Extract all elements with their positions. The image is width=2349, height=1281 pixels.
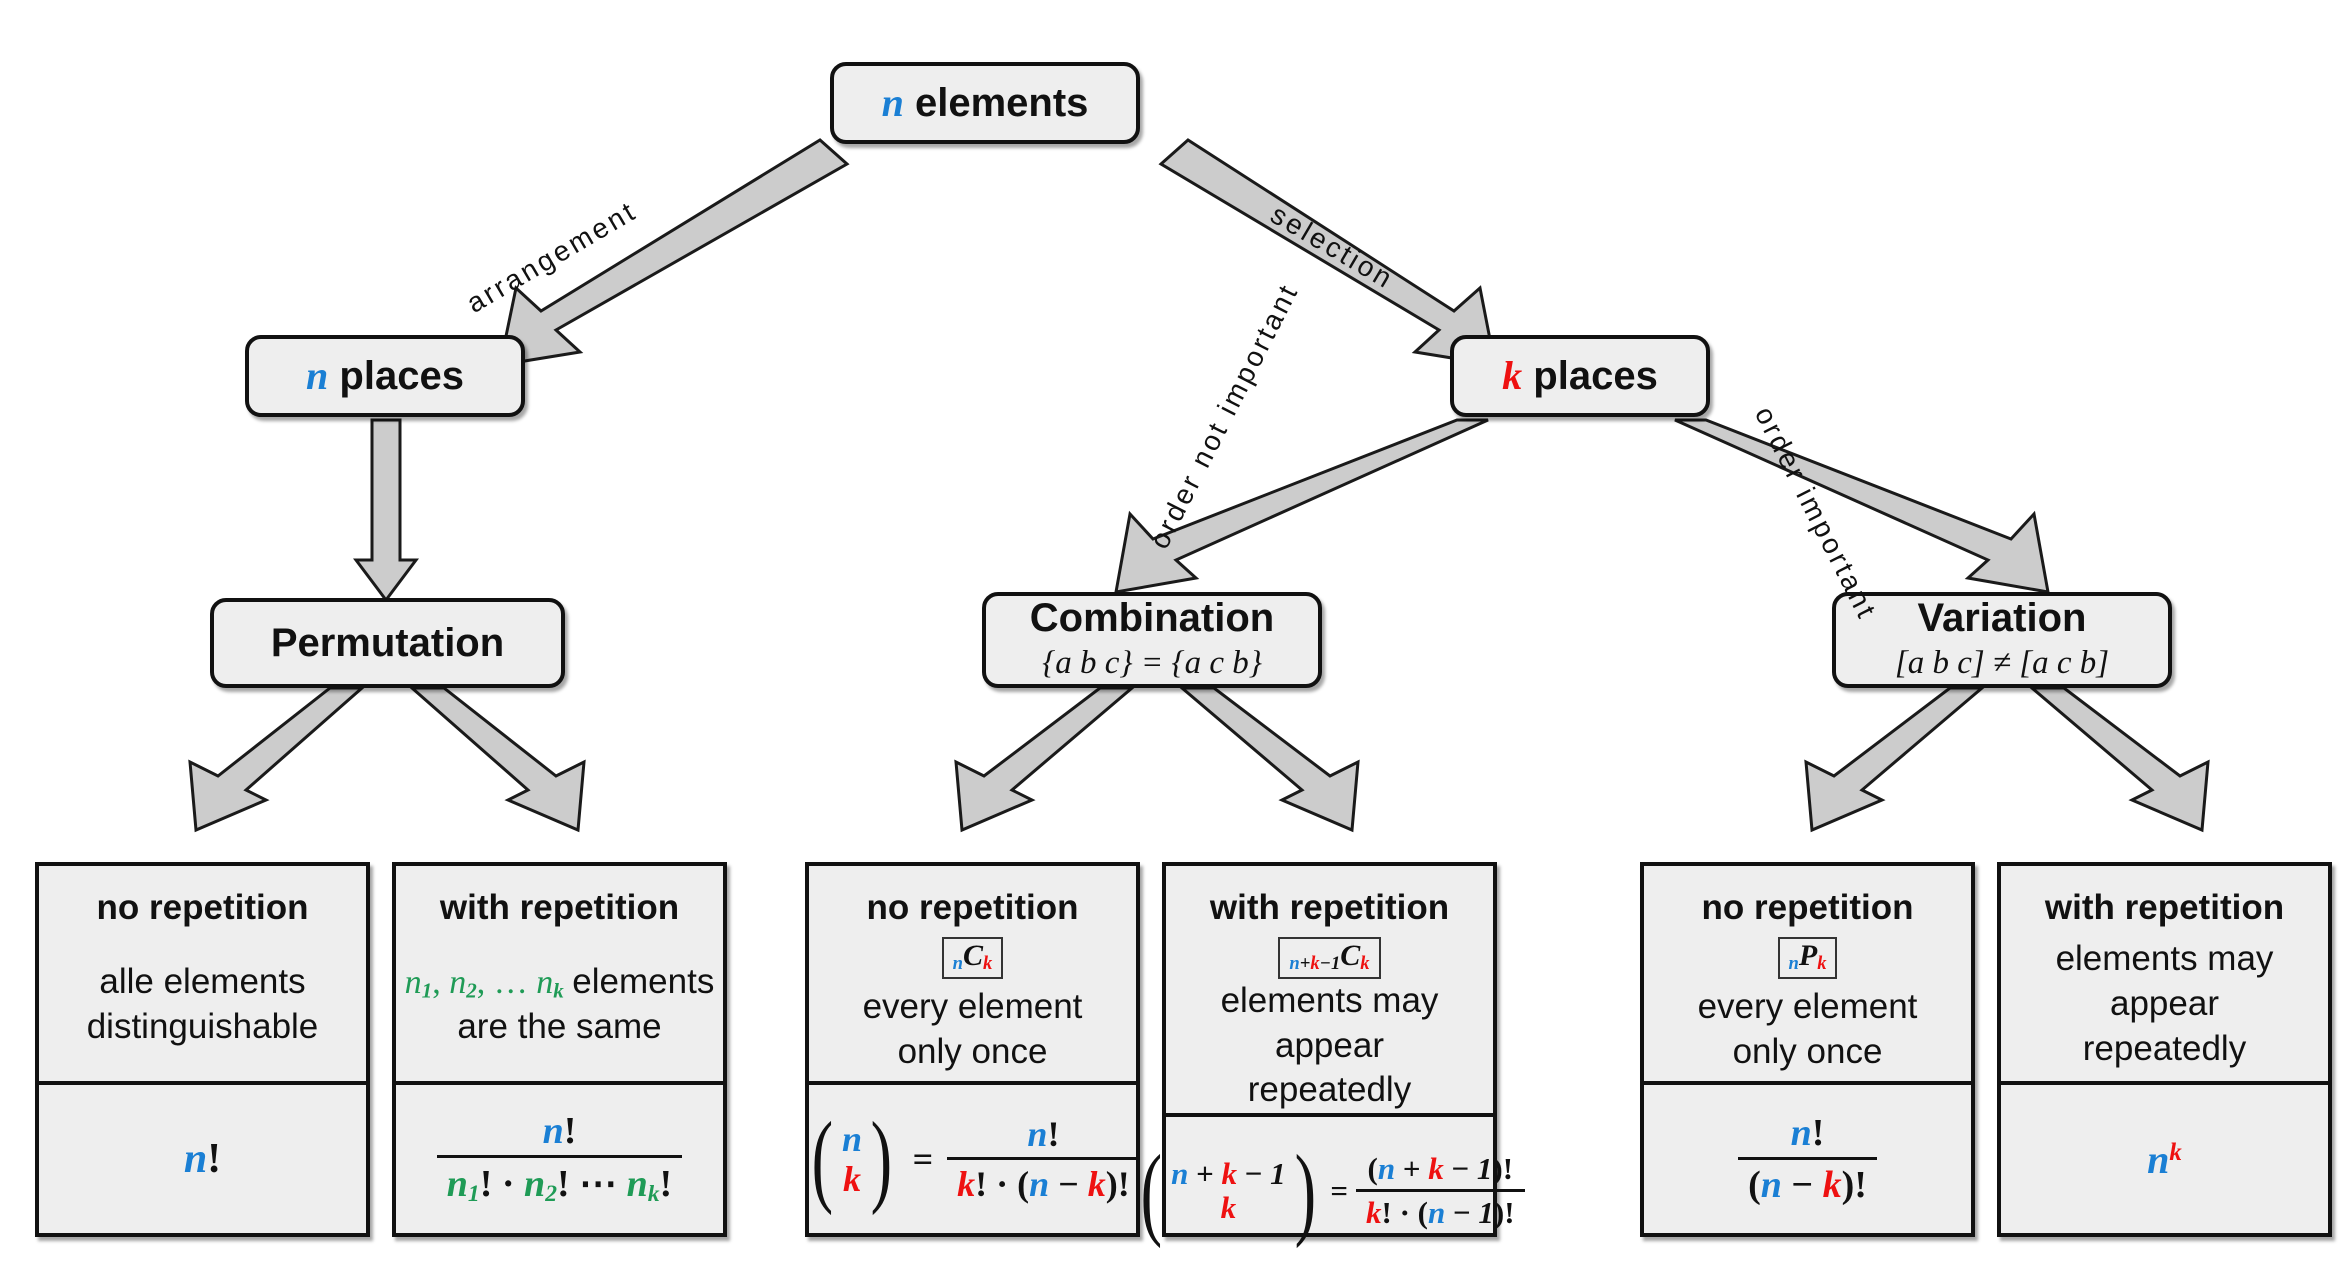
- arrow-comb-with-rep: [1177, 686, 1360, 833]
- leaf-note: alle elements distinguishable: [79, 960, 327, 1050]
- node-variation-sub: [a b c] ≠ [a c b]: [1894, 645, 2110, 682]
- leaf-combination-with-repetition[interactable]: with repetition n+k−1Ck elements may app…: [1141, 862, 1525, 1243]
- node-combination[interactable]: Combination {a b c} = {a c b}: [982, 592, 1322, 688]
- leaf-note-line1: alle elements: [99, 961, 306, 1001]
- leaf-permutation-with-repetition[interactable]: with repetition n1, n2, … nk elements ar…: [392, 862, 727, 1237]
- leaf-note: every element only once: [855, 985, 1091, 1075]
- binomial-coefficient: ( n k ): [811, 1101, 893, 1217]
- symbol-factorial: !: [207, 1136, 222, 1182]
- fraction-denominator: k! · (n − k)!: [947, 1157, 1140, 1205]
- leaf-note: every element only once: [1690, 985, 1926, 1075]
- symbol-n: n: [183, 1136, 208, 1182]
- leaf-note-line1: elements may appear: [1220, 980, 1439, 1065]
- fraction-denominator: k! · (n − 1)!: [1355, 1189, 1525, 1231]
- leaf-upper: no repetition alle elements distinguisha…: [39, 866, 366, 1081]
- node-root-label: elements: [914, 81, 1089, 125]
- node-combination-sub: {a b c} = {a c b}: [1042, 645, 1262, 682]
- leaf-permutation-no-repetition[interactable]: no repetition alle elements distinguisha…: [35, 862, 370, 1237]
- node-k-places[interactable]: k places: [1450, 335, 1710, 417]
- symbol-equals: =: [1330, 1173, 1348, 1209]
- fraction-denominator: n1! · n2! ⋯ nk!: [436, 1155, 683, 1208]
- leaf-head: with repetition: [1209, 888, 1450, 927]
- node-combination-title: Combination: [1029, 596, 1275, 641]
- group-sizes: n1, n2, … nk: [404, 963, 564, 1003]
- node-n-places-title: n places: [306, 353, 464, 399]
- leaf-head: with repetition: [2044, 888, 2285, 927]
- symbol-n: n: [306, 353, 329, 398]
- notation-ncr: nCk: [941, 937, 1004, 979]
- leaf-note-line2: repeatedly: [2082, 1029, 2247, 1069]
- arrow-perm-no-rep: [188, 686, 366, 833]
- elements-word: elements: [572, 961, 715, 1001]
- node-k-places-label: places: [1533, 354, 1658, 398]
- fraction-numerator: n!: [542, 1110, 577, 1153]
- symbol-k: k: [1502, 353, 1523, 398]
- leaf-note-line2: only once: [1732, 1031, 1883, 1071]
- leaf-note: elements may appear repeatedly: [1166, 979, 1493, 1113]
- arrow-perm-with-rep: [408, 686, 586, 833]
- leaf-formula: n! (n − k)!: [1644, 1081, 1971, 1233]
- node-n-places-label: places: [339, 354, 464, 398]
- leaf-formula: ( n + k − 1 k ) = (n + k − 1)!: [1141, 1113, 1525, 1265]
- arrow-order-important: [1674, 418, 2050, 594]
- notation-ncr-repetition: n+k−1Ck: [1278, 937, 1381, 979]
- binomial-coefficient: ( n + k − 1 k ): [1141, 1133, 1316, 1249]
- leaf-head: no repetition: [96, 888, 309, 927]
- symbol-equals: =: [912, 1139, 934, 1179]
- arrow-order-not-important: [1114, 418, 1489, 594]
- node-variation-title: Variation: [1917, 596, 2087, 641]
- leaf-note-line1: elements may appear: [2055, 939, 2274, 1024]
- fraction-denominator: (n − k)!: [1738, 1157, 1877, 1207]
- arrow-var-no-rep: [1804, 686, 1987, 833]
- node-variation[interactable]: Variation [a b c] ≠ [a c b]: [1832, 592, 2172, 688]
- leaf-upper: with repetition elements may appear repe…: [2001, 866, 2328, 1081]
- fraction-numerator: n!: [1790, 1112, 1825, 1154]
- arrow-arrangement: [498, 138, 850, 367]
- arrow-comb-no-rep: [954, 686, 1137, 833]
- arrow-var-with-rep: [2027, 686, 2210, 833]
- leaf-note-line2: only once: [897, 1031, 1048, 1071]
- leaf-note-line1: every element: [862, 987, 1083, 1027]
- node-n-places[interactable]: n places: [245, 335, 525, 417]
- leaf-note-line2: are the same: [457, 1006, 662, 1046]
- node-permutation-title: Permutation: [270, 621, 505, 665]
- leaf-formula: n!: [39, 1081, 366, 1233]
- symbol-n: n: [881, 80, 904, 125]
- fraction-numerator: n!: [1027, 1114, 1060, 1154]
- node-permutation[interactable]: Permutation: [210, 598, 565, 688]
- leaf-head: no repetition: [866, 888, 1079, 927]
- notation-npr: nPk: [1777, 937, 1838, 979]
- leaf-upper: no repetition nCk every element only onc…: [809, 866, 1136, 1081]
- leaf-upper: no repetition nPk every element only onc…: [1644, 866, 1971, 1081]
- node-root[interactable]: n elements: [830, 62, 1140, 144]
- leaf-note: n1, n2, … nk elements are the same: [397, 960, 723, 1050]
- leaf-formula: nk: [2001, 1081, 2328, 1233]
- leaf-upper: with repetition n1, n2, … nk elements ar…: [396, 866, 723, 1081]
- leaf-upper: with repetition n+k−1Ck elements may app…: [1166, 866, 1493, 1113]
- node-k-places-title: k places: [1502, 353, 1658, 399]
- leaf-note-line1: every element: [1697, 987, 1918, 1027]
- leaf-note: elements may appear repeatedly: [2001, 937, 2328, 1071]
- fraction-numerator: (n + k − 1)!: [1367, 1151, 1514, 1187]
- leaf-note-line2: distinguishable: [86, 1006, 319, 1046]
- arrow-permutation-link: [353, 418, 419, 603]
- leaf-formula: ( n k ) = n! k! · (n −: [809, 1081, 1140, 1233]
- leaf-formula: n! n1! · n2! ⋯ nk!: [396, 1081, 723, 1233]
- node-root-title: n elements: [881, 80, 1089, 126]
- leaf-variation-no-repetition[interactable]: no repetition nPk every element only onc…: [1640, 862, 1975, 1237]
- leaf-variation-with-repetition[interactable]: with repetition elements may appear repe…: [1997, 862, 2332, 1237]
- leaf-head: with repetition: [439, 888, 680, 927]
- leaf-head: no repetition: [1701, 888, 1914, 927]
- leaf-note-line2: repeatedly: [1247, 1070, 1412, 1110]
- leaf-combination-no-repetition[interactable]: no repetition nCk every element only onc…: [805, 862, 1140, 1237]
